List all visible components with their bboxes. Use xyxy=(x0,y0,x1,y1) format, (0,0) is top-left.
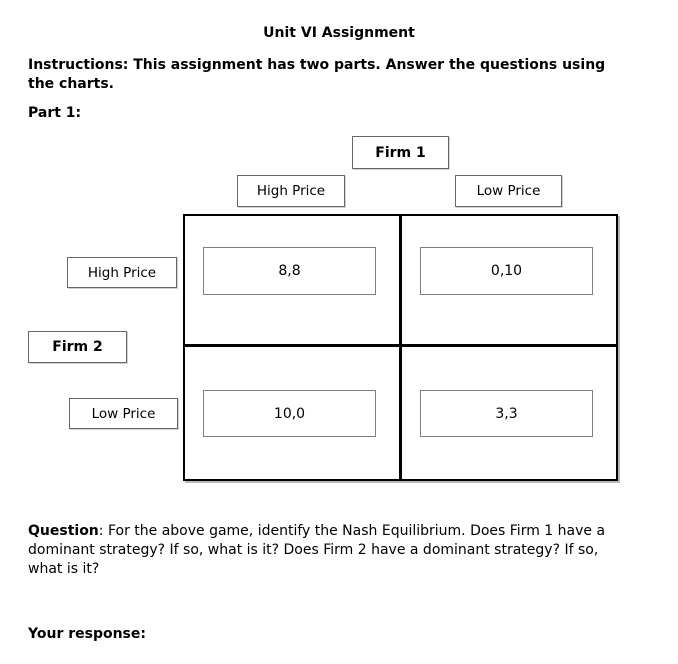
matrix-horizontal-divider xyxy=(185,344,616,347)
part-1-label: Part 1: xyxy=(28,105,82,121)
your-response-label: Your response: xyxy=(28,626,146,642)
matrix-vertical-divider xyxy=(399,216,402,479)
firm2-low-price-header: Low Price xyxy=(69,398,178,429)
page-title: Unit VI Assignment xyxy=(263,25,415,41)
payoff-cell-high-low: 0,10 xyxy=(420,247,593,295)
firm2-high-price-header: High Price xyxy=(67,257,177,288)
firm1-high-price-header: High Price xyxy=(237,175,345,207)
question-label: Question xyxy=(28,523,99,539)
firm-2-label-box: Firm 2 xyxy=(28,331,127,363)
question-paragraph: Question: For the above game, identify t… xyxy=(28,522,668,579)
payoff-cell-low-high: 10,0 xyxy=(203,390,376,437)
firm1-low-price-header: Low Price xyxy=(455,175,562,207)
payoff-cell-low-low: 3,3 xyxy=(420,390,593,437)
question-body: : For the above game, identify the Nash … xyxy=(28,523,606,577)
firm-1-label-box: Firm 1 xyxy=(352,136,449,169)
instructions-text: Instructions: This assignment has two pa… xyxy=(28,57,606,92)
payoff-cell-high-high: 8,8 xyxy=(203,247,376,295)
